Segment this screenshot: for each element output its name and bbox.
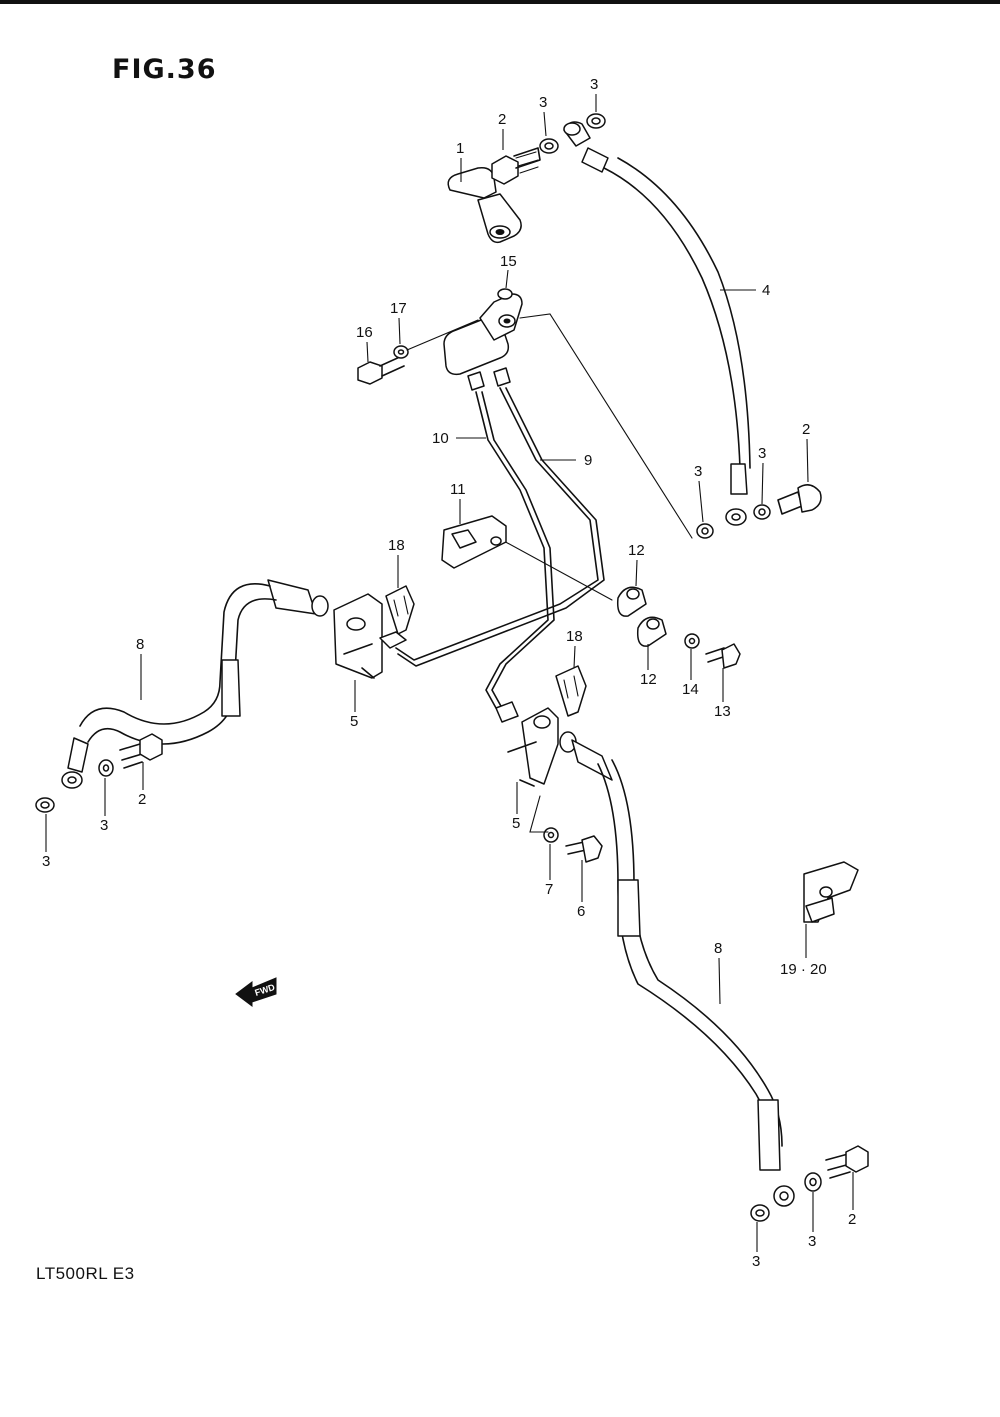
clamp-part-12-lower xyxy=(636,616,667,647)
bolt-part-13 xyxy=(705,643,741,669)
clamp-part-11 xyxy=(441,515,507,569)
callout-3: 3 xyxy=(758,445,766,462)
brake-pipe-part-10 xyxy=(475,391,555,709)
callout-18: 18 xyxy=(566,628,583,645)
callout-8: 8 xyxy=(714,940,722,957)
callout-17: 17 xyxy=(390,300,407,317)
washer-part-3-top-b xyxy=(586,113,606,129)
callout-16: 16 xyxy=(356,324,373,341)
brake-hose-part-4 xyxy=(563,121,751,526)
union-bolt-part-2-bottom xyxy=(825,1145,869,1179)
junction-fitting-part-1 xyxy=(447,166,522,244)
callout-1: 1 xyxy=(456,140,464,157)
callout-9: 9 xyxy=(584,452,592,469)
washer-part-3-bottom-a xyxy=(804,1172,822,1192)
top-border-rule xyxy=(0,0,1000,4)
washer-part-3-mid-a xyxy=(696,523,714,539)
union-bolt-part-2-right xyxy=(777,484,822,515)
callout-12: 12 xyxy=(640,671,657,688)
callout-14: 14 xyxy=(682,681,699,698)
callout-3: 3 xyxy=(539,94,547,111)
callout-10: 10 xyxy=(432,430,449,447)
bracket-part-5-right xyxy=(495,701,559,787)
clamp-part-12-upper xyxy=(616,586,647,617)
callout-2: 2 xyxy=(802,421,810,438)
washer-part-3-mid-b xyxy=(753,504,771,520)
callout-2: 2 xyxy=(138,791,146,808)
brake-hose-part-8-left xyxy=(61,579,329,789)
callout-6: 6 xyxy=(577,903,585,920)
callout-2: 2 xyxy=(498,111,506,128)
callout-18: 18 xyxy=(388,537,405,554)
callout-3: 3 xyxy=(694,463,702,480)
clamp-part-19-20 xyxy=(803,861,859,923)
washer-part-14 xyxy=(684,633,700,649)
union-bolt-part-2-left xyxy=(119,733,163,769)
callout-3: 3 xyxy=(42,853,50,870)
washer-part-3-left-a xyxy=(98,759,114,777)
callout-3: 3 xyxy=(752,1253,760,1270)
clip-part-18-right xyxy=(555,665,587,717)
union-bolt-part-2-top xyxy=(491,147,541,185)
junction-block-part-15 xyxy=(443,288,523,391)
callout-3: 3 xyxy=(808,1233,816,1250)
brake-hose-part-8-right xyxy=(559,731,795,1207)
fwd-direction-arrow: FWD xyxy=(235,977,277,1007)
callout-4: 4 xyxy=(762,282,770,299)
figure-title: FIG.36 xyxy=(112,54,217,85)
washer-part-3-bottom-b xyxy=(750,1204,770,1222)
callout-5: 5 xyxy=(350,713,358,730)
callout-15: 15 xyxy=(500,253,517,270)
callout-2: 2 xyxy=(848,1211,856,1228)
bracket-part-5-left xyxy=(333,593,407,679)
clip-part-18-left xyxy=(385,585,415,635)
callout-3: 3 xyxy=(590,76,598,93)
washer-part-7 xyxy=(543,827,559,843)
callout-8: 8 xyxy=(136,636,144,653)
model-code-label: LT500RL E3 xyxy=(36,1264,135,1283)
washer-part-17 xyxy=(393,345,409,359)
bolt-part-6 xyxy=(565,835,603,863)
washer-part-3-left-b xyxy=(35,797,55,813)
callout-5: 5 xyxy=(512,815,520,832)
callout-11: 11 xyxy=(450,481,466,498)
callout-12: 12 xyxy=(628,542,645,559)
callout-3: 3 xyxy=(100,817,108,834)
washer-part-3-top-a xyxy=(539,138,559,154)
bolt-part-16 xyxy=(357,355,405,385)
callout-19-20: 19 · 20 xyxy=(780,961,827,978)
callout-13: 13 xyxy=(714,703,731,720)
callout-labels: 1 2 3 3 4 15 17 16 10 9 3 3 2 xyxy=(42,76,856,1270)
callout-7: 7 xyxy=(545,881,553,898)
